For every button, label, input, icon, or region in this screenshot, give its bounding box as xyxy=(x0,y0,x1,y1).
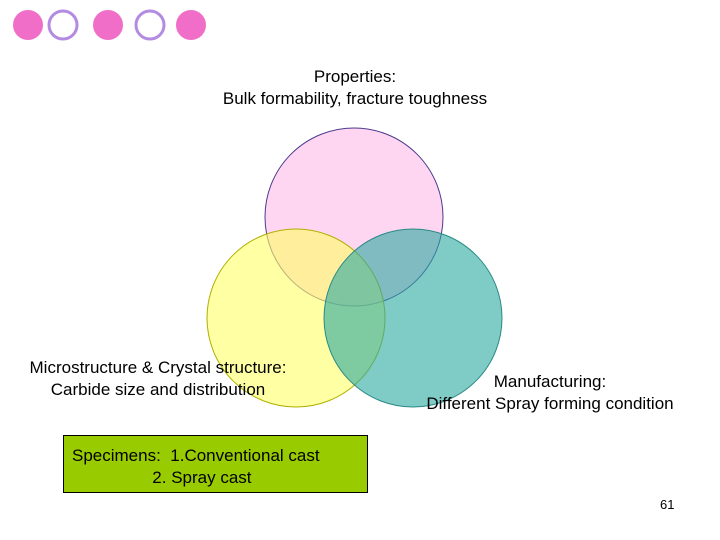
microstructure-title: Microstructure & Crystal structure: xyxy=(29,358,287,377)
dot-2 xyxy=(47,9,79,41)
page-number: 61 xyxy=(660,497,675,512)
dot-1 xyxy=(13,10,43,40)
properties-detail: Bulk formability, fracture toughness xyxy=(222,89,488,108)
manufacturing-circle xyxy=(323,228,503,408)
dot-5 xyxy=(176,10,206,40)
microstructure-detail: Carbide size and distribution xyxy=(50,380,266,399)
dot-3 xyxy=(93,10,123,40)
manufacturing-label: Manufacturing: Different Spray forming c… xyxy=(396,371,704,415)
properties-title: Properties: xyxy=(313,67,397,86)
specimens-line-2: 2. Spray cast xyxy=(72,468,252,487)
manufacturing-title: Manufacturing: xyxy=(493,372,607,391)
microstructure-label: Microstructure & Crystal structure: Carb… xyxy=(0,357,316,401)
dot-4 xyxy=(134,9,166,41)
manufacturing-detail: Different Spray forming condition xyxy=(426,394,674,413)
decorative-dots xyxy=(13,9,206,41)
specimens-line-1: Specimens: 1.Conventional cast xyxy=(72,446,320,465)
properties-label: Properties: Bulk formability, fracture t… xyxy=(0,66,710,110)
specimens-box: Specimens: 1.Conventional cast 2. Spray … xyxy=(63,435,368,493)
